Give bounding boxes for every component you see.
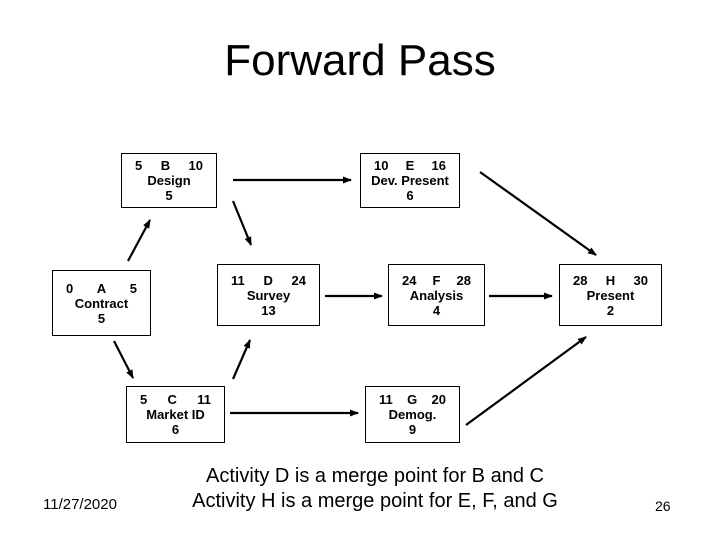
page-number: 26 bbox=[655, 498, 671, 514]
arrow-B-D bbox=[231, 200, 253, 246]
activity-duration: 5 bbox=[97, 310, 106, 326]
activity-id: E bbox=[405, 158, 415, 173]
arrow-A-C bbox=[113, 340, 134, 379]
arrow-A-B bbox=[127, 219, 151, 262]
activity-node-D: 11 D 24 Survey 13 bbox=[217, 264, 320, 326]
activity-times-row: 0 A 5 bbox=[53, 281, 150, 296]
early-finish-value: 16 bbox=[431, 158, 446, 173]
activity-node-B: 5 B 10 Design 5 bbox=[121, 153, 217, 208]
activity-duration: 2 bbox=[606, 302, 615, 318]
activity-node-F: 24 F 28 Analysis 4 bbox=[388, 264, 485, 326]
slide-caption: Activity D is a merge point for B and C … bbox=[30, 464, 720, 514]
early-start-value: 10 bbox=[374, 158, 389, 173]
activity-id: A bbox=[96, 280, 107, 296]
activity-node-E: 10 E 16 Dev. Present 6 bbox=[360, 153, 460, 208]
activity-duration: 9 bbox=[408, 422, 417, 437]
activity-id: F bbox=[432, 272, 441, 288]
page-title: Forward Pass bbox=[224, 36, 496, 85]
activity-name: Design bbox=[147, 173, 191, 188]
activity-id: H bbox=[605, 272, 616, 288]
activity-node-A: 0 A 5 Contract 5 bbox=[52, 270, 151, 336]
activity-node-G: 11 G 20 Demog. 9 bbox=[365, 386, 460, 443]
activity-name: Present bbox=[586, 287, 635, 303]
activity-id: G bbox=[407, 392, 418, 407]
caption-line-2: Activity H is a merge point for E, F, an… bbox=[192, 490, 558, 512]
activity-name: Market ID bbox=[146, 407, 205, 422]
slide-date: 11/27/2020 bbox=[43, 496, 117, 513]
arrow-G-H bbox=[465, 336, 587, 426]
activity-times-row: 5 C 11 bbox=[127, 392, 224, 407]
activity-times-row: 5 B 10 bbox=[122, 158, 216, 173]
activity-duration: 4 bbox=[432, 302, 441, 318]
activity-id: C bbox=[167, 392, 177, 407]
activity-duration: 5 bbox=[165, 188, 173, 203]
activity-duration: 6 bbox=[406, 188, 414, 203]
activity-name: Survey bbox=[246, 287, 291, 303]
early-start-value: 11 bbox=[231, 272, 245, 288]
early-finish-value: 24 bbox=[291, 272, 306, 288]
activity-name: Demog. bbox=[388, 407, 437, 422]
early-finish-value: 30 bbox=[633, 272, 648, 288]
activity-node-H: 28 H 30 Present 2 bbox=[559, 264, 662, 326]
arrow-E-H bbox=[479, 171, 597, 256]
early-start-value: 5 bbox=[140, 392, 148, 407]
activity-name: Contract bbox=[74, 295, 129, 311]
early-finish-value: 11 bbox=[197, 392, 211, 407]
early-start-value: 0 bbox=[66, 280, 74, 296]
activity-times-row: 28 H 30 bbox=[560, 273, 661, 288]
early-start-value: 5 bbox=[135, 158, 143, 173]
early-finish-value: 10 bbox=[188, 158, 203, 173]
activity-name: Analysis bbox=[409, 287, 464, 303]
caption-line-1: Activity D is a merge point for B and C bbox=[206, 465, 544, 487]
early-start-value: 28 bbox=[573, 272, 588, 288]
early-start-value: 24 bbox=[402, 272, 417, 288]
early-finish-value: 5 bbox=[129, 280, 137, 296]
activity-duration: 13 bbox=[261, 302, 276, 318]
early-finish-value: 28 bbox=[456, 272, 471, 288]
activity-times-row: 11 D 24 bbox=[218, 273, 319, 288]
activity-duration: 6 bbox=[171, 422, 180, 437]
activity-times-row: 11 G 20 bbox=[366, 392, 459, 407]
arrow-C-D bbox=[231, 339, 252, 380]
early-finish-value: 20 bbox=[431, 392, 446, 407]
activity-node-C: 5 C 11 Market ID 6 bbox=[126, 386, 225, 443]
activity-times-row: 10 E 16 bbox=[361, 158, 459, 173]
early-start-value: 11 bbox=[379, 392, 393, 407]
activity-id: D bbox=[263, 272, 273, 288]
activity-times-row: 24 F 28 bbox=[389, 273, 484, 288]
activity-name: Dev. Present bbox=[371, 173, 449, 188]
activity-id: B bbox=[160, 158, 171, 173]
